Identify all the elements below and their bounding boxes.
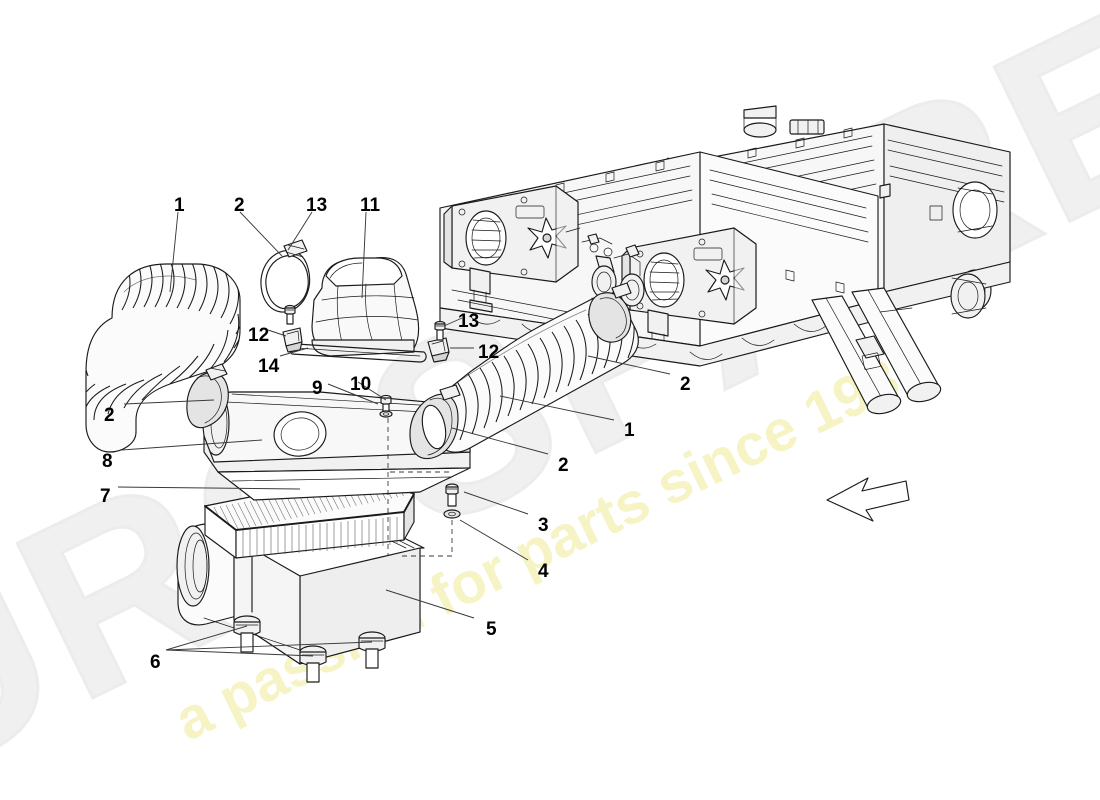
air-filter-housing-upper <box>202 390 471 501</box>
callout-8: 8 <box>102 451 113 472</box>
throttle-body-1 <box>443 185 579 313</box>
screw-duct-left <box>284 304 296 325</box>
air-duct-resonator <box>311 257 420 357</box>
callout-1-right: 1 <box>624 420 635 441</box>
mounting-bolts <box>233 615 386 683</box>
callout-2-right-upper: 2 <box>680 374 691 395</box>
direction-arrow-left <box>826 477 910 522</box>
throttle-body-2 <box>621 227 757 347</box>
callout-14: 14 <box>258 356 280 377</box>
callout-2: 2 <box>234 195 245 216</box>
callout-12-right: 12 <box>478 342 500 363</box>
bracket-clip-right <box>427 337 450 363</box>
callout-2-left-lower: 2 <box>104 405 115 426</box>
callout-7: 7 <box>100 486 111 507</box>
callout-13-right: 13 <box>458 311 480 332</box>
callout-4: 4 <box>538 561 549 582</box>
callout-11: 11 <box>360 195 381 216</box>
screw-duct-right <box>434 320 446 341</box>
callout-9: 9 <box>312 378 323 399</box>
callout-13-top: 13 <box>306 195 328 216</box>
bolt-and-washer <box>445 483 459 507</box>
callout-1: 1 <box>174 195 185 216</box>
hose-clamp-loose <box>260 239 311 313</box>
callout-3: 3 <box>538 515 549 536</box>
leader-lines <box>117 211 671 657</box>
bracket-clip-left <box>282 327 303 353</box>
screw-and-washer-small <box>379 394 393 418</box>
callout-5: 5 <box>486 619 497 640</box>
air-intake-hose-left <box>85 263 241 453</box>
hose-clamp-right-upper <box>588 282 632 343</box>
callout-6: 6 <box>150 652 161 673</box>
washer-part4 <box>443 509 461 519</box>
callout-2-right-lower: 2 <box>558 455 569 476</box>
hose-clamp-right-lower <box>409 384 461 460</box>
callout-12-left: 12 <box>248 325 270 346</box>
callout-10: 10 <box>350 374 372 395</box>
